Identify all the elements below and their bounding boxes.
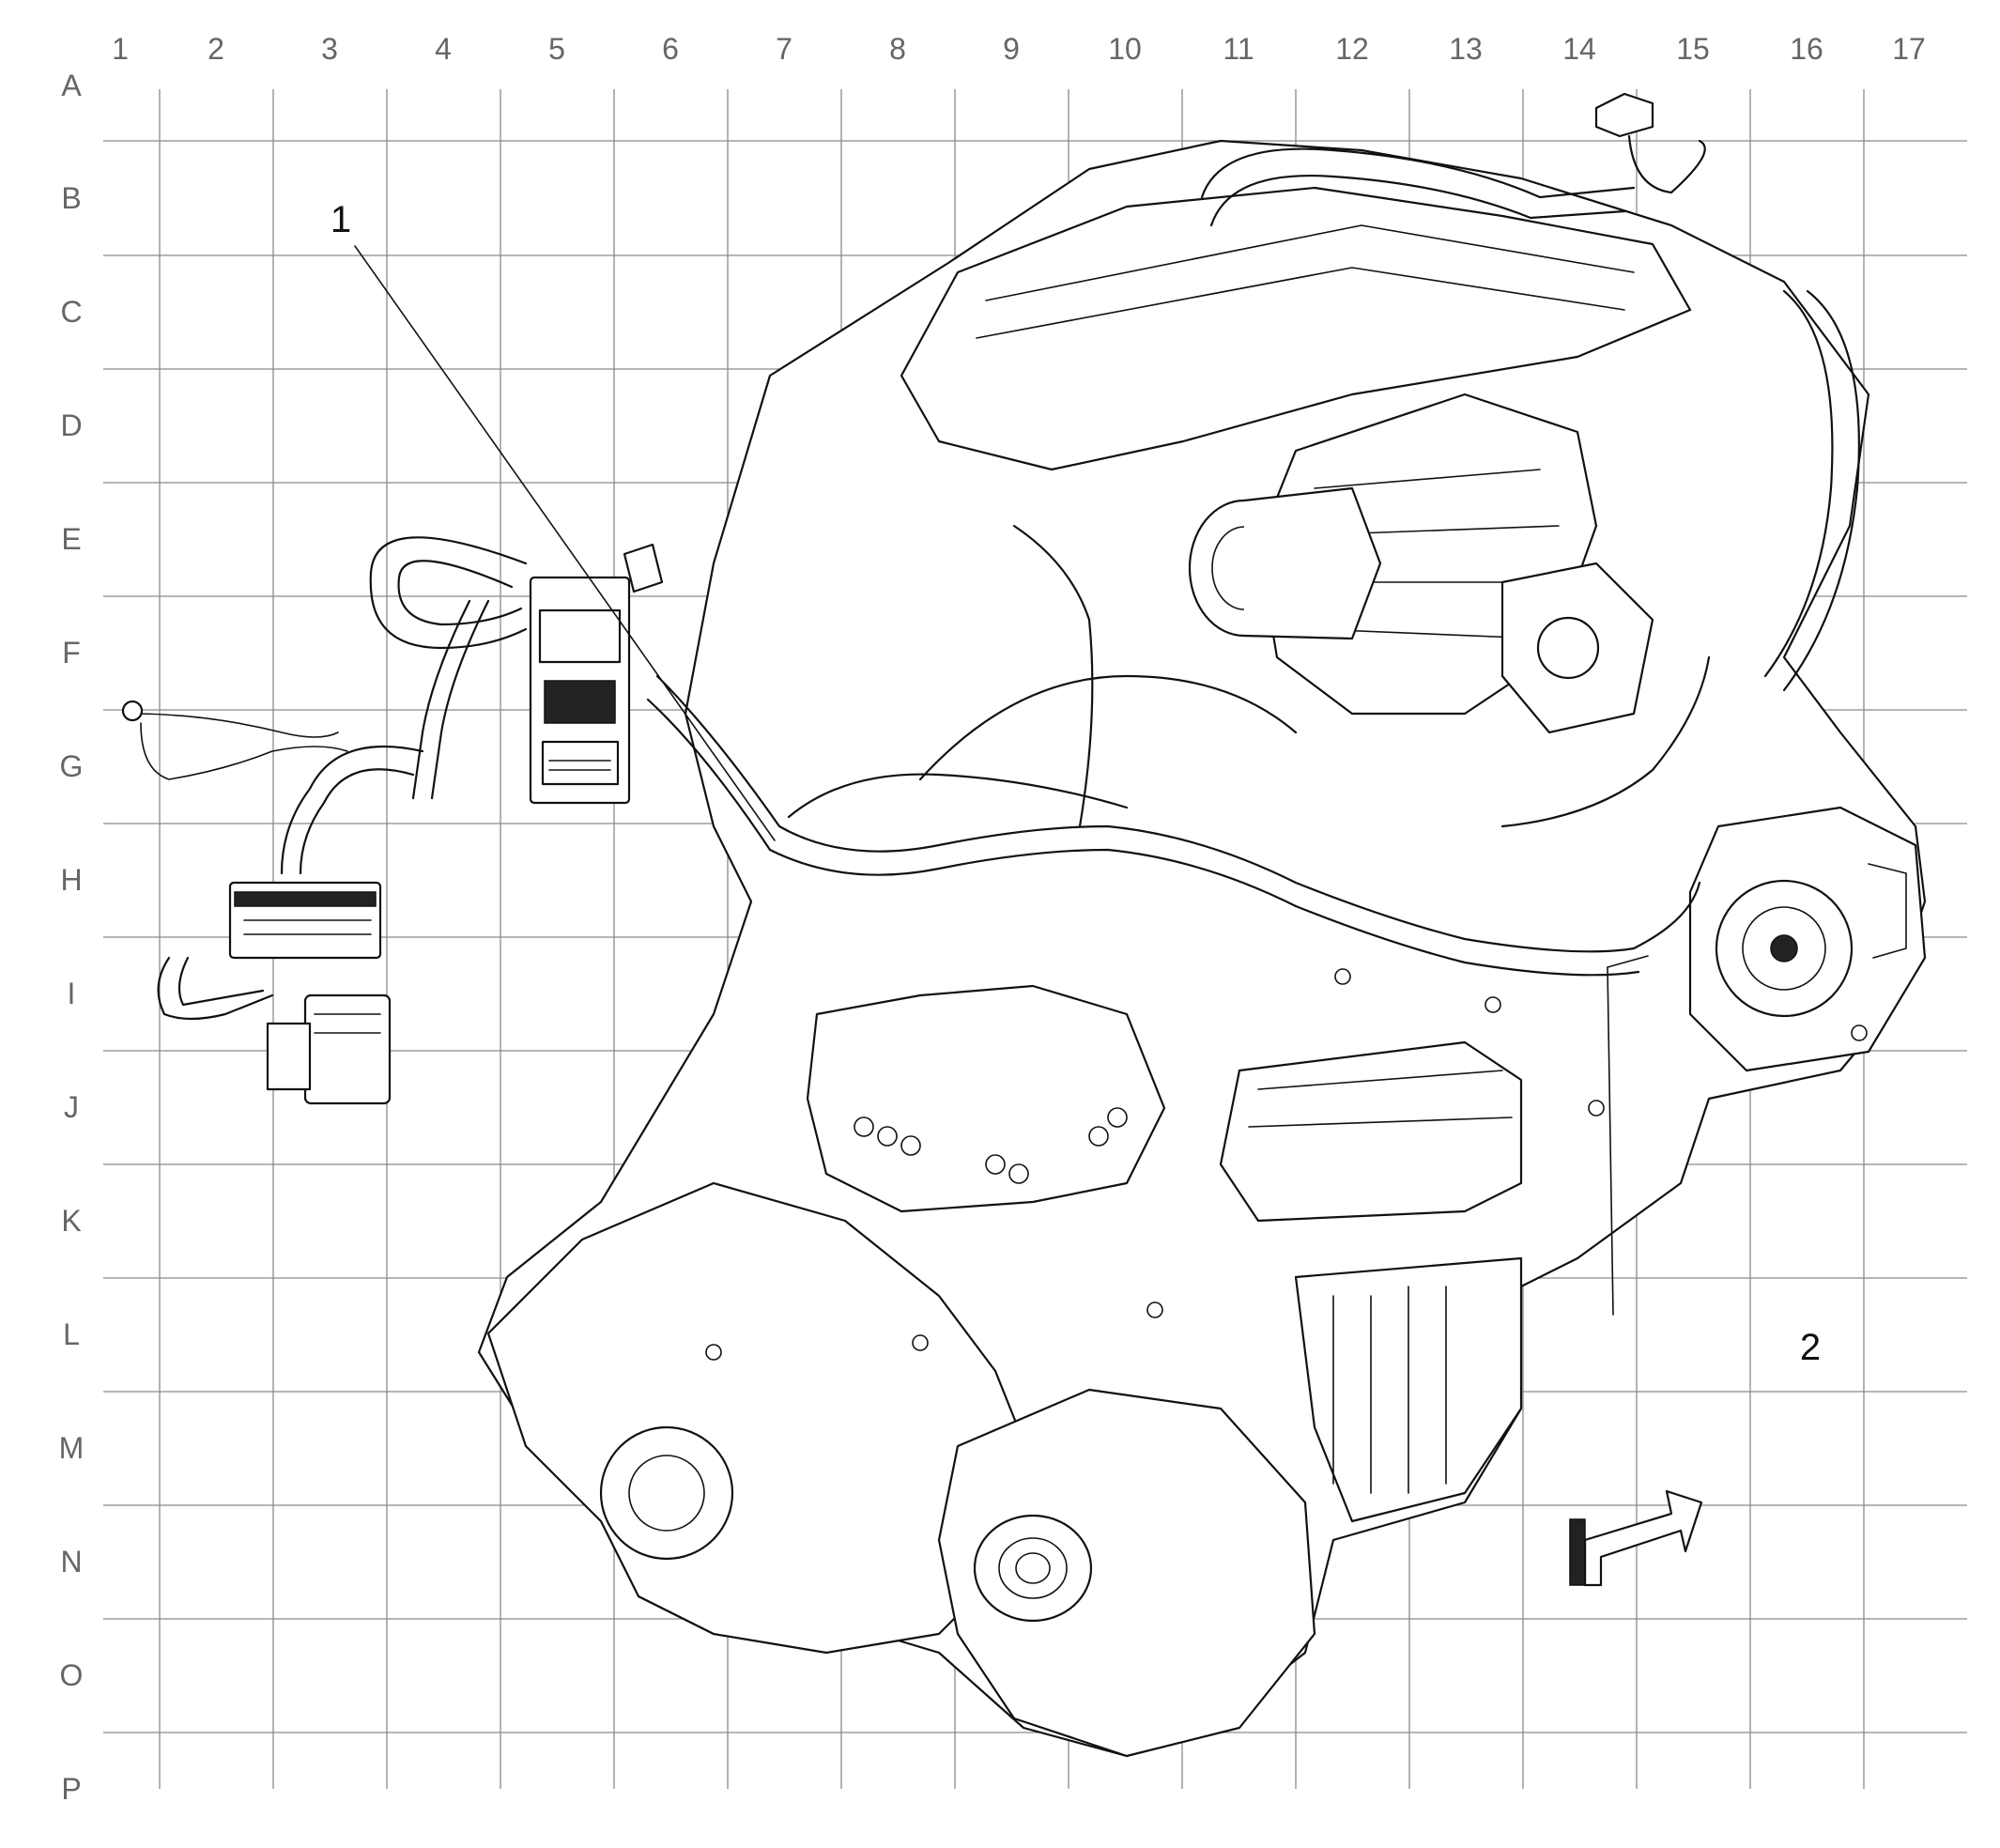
- row-label: I: [68, 977, 76, 1010]
- callout-2-leader: [1607, 966, 1614, 1316]
- engine-control-module: [529, 543, 664, 805]
- column-label: 15: [1676, 32, 1710, 66]
- row-label: A: [61, 69, 82, 102]
- sensor-connector-top: [1594, 92, 1654, 138]
- column-label: 2: [208, 32, 224, 66]
- callout-2-group: 2: [1607, 955, 1821, 1368]
- callout-2-label: 2: [1800, 1327, 1821, 1368]
- column-label: 3: [321, 32, 338, 66]
- coolant-hose-right: [1763, 289, 1834, 678]
- column-label: 9: [1003, 32, 1020, 66]
- column-label: 16: [1790, 32, 1823, 66]
- exhaust-heat-shield: [806, 984, 1166, 1213]
- column-label: 10: [1108, 32, 1142, 66]
- relay-module: [303, 993, 392, 1105]
- row-label: P: [61, 1772, 81, 1806]
- row-label: L: [63, 1317, 80, 1351]
- column-label: 7: [776, 32, 792, 66]
- column-label: 14: [1562, 32, 1596, 66]
- row-label: K: [61, 1204, 81, 1238]
- ground-strap: [140, 722, 348, 780]
- row-label: H: [60, 863, 82, 897]
- engine-assembly-illustration: [477, 92, 1927, 1758]
- row-labels: A B C D E F G H I J K L M N O P: [59, 69, 85, 1806]
- column-label: 12: [1335, 32, 1369, 66]
- column-label: 11: [1223, 32, 1254, 66]
- row-label: O: [60, 1658, 84, 1692]
- row-label: N: [60, 1545, 82, 1578]
- row-label: J: [64, 1090, 79, 1124]
- column-label: 1: [112, 32, 129, 66]
- alternator: [1688, 806, 1927, 1072]
- coolant-hose-upper: [1200, 147, 1636, 199]
- column-label: 17: [1892, 32, 1926, 66]
- callout-1-group: 1: [331, 199, 776, 841]
- valve-cover: [900, 186, 1692, 471]
- row-label: B: [61, 181, 81, 215]
- callout-1-leader: [354, 245, 776, 841]
- row-label: E: [61, 522, 81, 556]
- column-label: 4: [435, 32, 452, 66]
- row-label: D: [60, 408, 82, 442]
- forward-arrow-icon: [1569, 1489, 1703, 1587]
- fuse-block: [157, 881, 392, 1105]
- column-labels: 1 2 3 4 5 6 7 8 9 10 11 12 13 14 15 16 1…: [112, 32, 1926, 66]
- callout-1-label: 1: [331, 199, 351, 240]
- ground-terminal: [121, 700, 144, 722]
- bell-housing: [937, 1388, 1316, 1758]
- engine-wiring-harness: [121, 524, 1711, 977]
- column-label: 8: [889, 32, 906, 66]
- row-label: C: [60, 295, 82, 329]
- row-label: F: [62, 636, 81, 670]
- row-label: G: [60, 749, 84, 783]
- row-label: M: [59, 1431, 85, 1465]
- column-label: 6: [662, 32, 679, 66]
- starter-motor: [1219, 1040, 1523, 1223]
- throttle-body: [1500, 562, 1654, 734]
- column-label: 13: [1449, 32, 1483, 66]
- column-label: 5: [548, 32, 565, 66]
